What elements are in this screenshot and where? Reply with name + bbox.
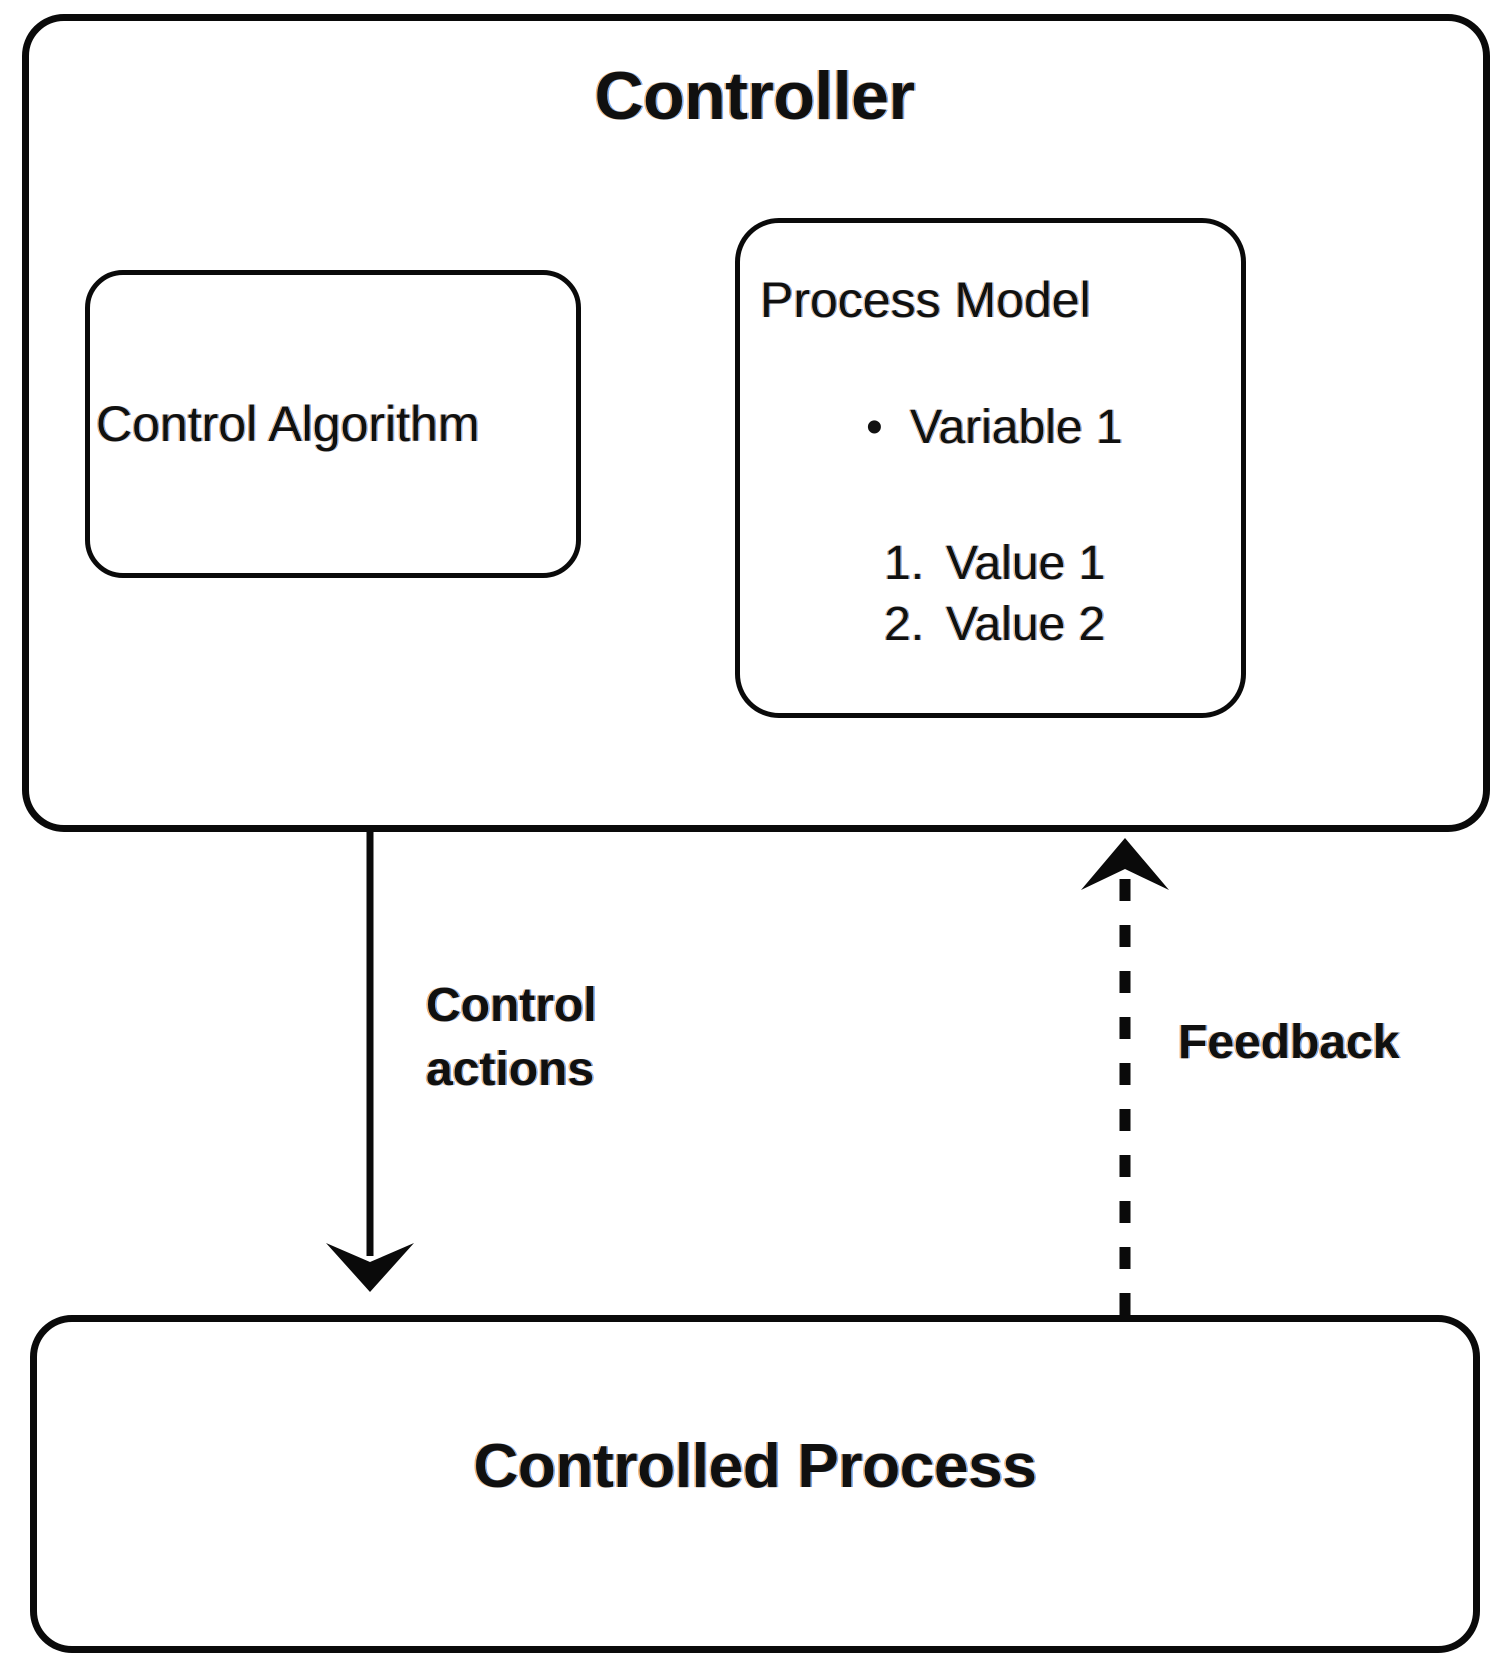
controlled-process-label: Controlled Process <box>473 1432 1037 1501</box>
list-item-label: Value 1 <box>946 537 1106 590</box>
control-actions-arrow <box>326 832 414 1292</box>
list-item: 2. Value 2 <box>884 597 1244 652</box>
control-actions-label-line1: Control <box>426 979 597 1032</box>
control-actions-label-line2: actions <box>426 1043 595 1097</box>
process-model-numbered-list: 1. Value 1 2. Value 2 <box>884 536 1244 658</box>
list-item-label: Value 2 <box>946 598 1106 651</box>
process-model-bullet-list: • Variable 1 <box>866 400 1236 455</box>
control-actions-arrowhead <box>326 1243 414 1292</box>
feedback-label: Feedback <box>1178 1016 1400 1069</box>
list-marker: 2. <box>884 598 925 651</box>
bullet-item-label: Variable 1 <box>910 401 1123 454</box>
bullet-dot-icon: • <box>866 401 883 454</box>
process-model-box <box>735 218 1246 718</box>
controlled-process-box <box>30 1315 1480 1653</box>
list-marker: 1. <box>884 537 925 590</box>
list-item: 1. Value 1 <box>884 536 1244 591</box>
control-actions-label: Control actions <box>426 974 597 1103</box>
feedback-arrow <box>1081 838 1169 1315</box>
feedback-arrowhead <box>1081 838 1169 890</box>
process-model-label: Process Model <box>760 272 1091 328</box>
control-algorithm-box <box>85 270 581 578</box>
list-item: • Variable 1 <box>866 400 1236 455</box>
control-algorithm-label: Control Algorithm <box>96 396 480 452</box>
controller-title: Controller <box>594 58 915 134</box>
